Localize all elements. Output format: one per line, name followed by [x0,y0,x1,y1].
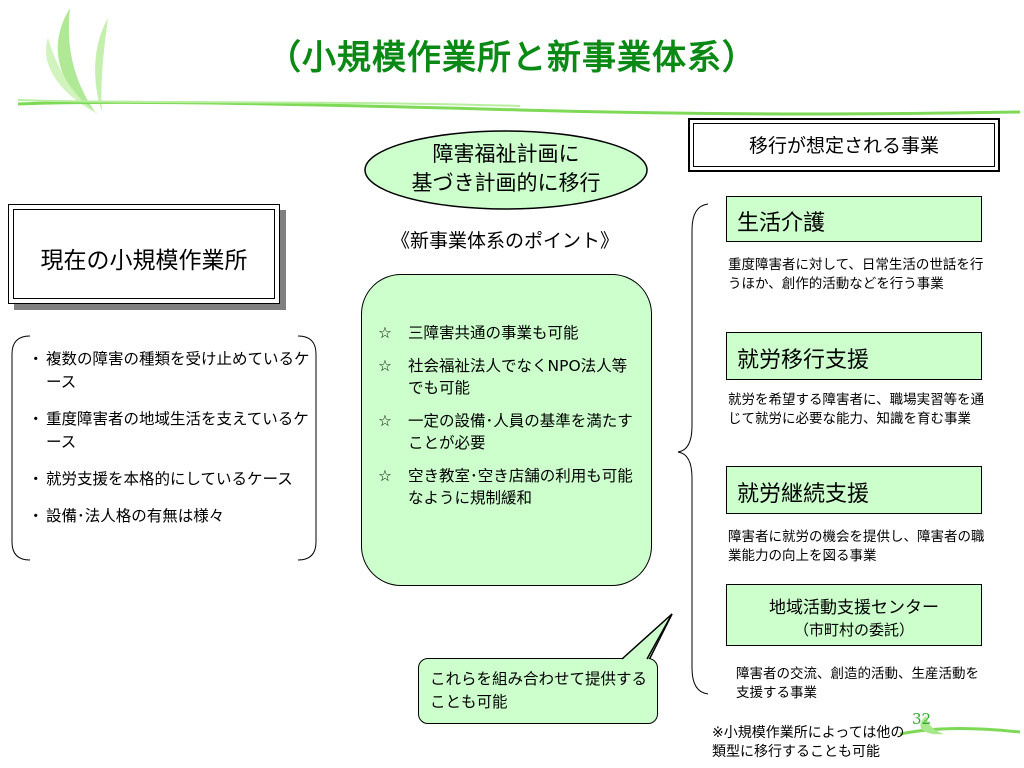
page-number: 32 [912,710,932,728]
service-box-chiiki-center: 地域活動支援センター （市町村の委託） [726,584,982,646]
star-icon: ☆ [378,357,392,375]
transition-header-box: 移行が想定される事業 [688,118,1000,172]
callout-box [418,658,658,724]
list-item: ・ 複数の障害の種類を受け止めているケース [28,348,312,394]
leaf-shape-1 [57,8,95,112]
footnote-line-2: 類型に移行することも可能 [712,744,880,760]
service-desc: 重度障害者に対して、日常生活の世話を行うほか、創作的活動などを行う事業 [728,257,984,292]
service-name: 生活介護 [737,211,826,236]
service-desc: 障害者の交流、創造的活動、生産活動を支援する事業 [736,666,979,701]
bracket-frame [11,335,317,561]
service-name: 地域活動支援センター [769,598,939,618]
point-text: 空き教室･空き店舗の利用も可能なように規制緩和 [408,467,633,507]
list-item: ・ 設備･法人格の有無は様々 [28,505,312,528]
point-text: 三障害共通の事業も可能 [408,324,579,342]
point-item: ☆ 空き教室･空き店舗の利用も可能なように規制緩和 [378,465,642,509]
points-box [361,274,652,586]
oval-line-2: 基づき計画的に移行 [411,171,601,195]
footer-leaf-decoration [899,716,1021,736]
callout-text: これらを組み合わせて提供することも可能 [430,670,648,711]
points-list: ☆ 三障害共通の事業も可能 ☆ 社会福祉法人でなくNPO法人等でも可能 ☆ 一定… [378,322,642,509]
leaf-decoration [17,8,1021,116]
transition-header-label: 移行が想定される事業 [748,135,939,157]
callout-pointer-fill [621,613,673,660]
star-icon: ☆ [378,467,392,485]
header-line [17,100,1021,116]
service-desc: 障害者に就労の機会を提供し、障害者の職業能力の向上を図る事業 [728,529,985,564]
point-text: 社会福祉法人でなくNPO法人等でも可能 [408,357,628,397]
oval-line-1: 障害福祉計画に [432,142,580,166]
bullet: ・ [28,410,44,428]
points-heading: 《新事業体系のポイント》 [390,230,619,252]
service-name: 就労継続支援 [737,482,870,507]
service-box-seikatsu-kaigo: 生活介護 [726,196,982,242]
star-icon: ☆ [378,412,392,430]
list-item-text: 設備･法人格の有無は様々 [46,507,225,525]
point-item: ☆ 三障害共通の事業も可能 [378,322,642,344]
leaf-shape-3 [95,18,108,112]
current-box: 現在の小規模作業所 [8,204,280,304]
service-box-shuro-iko: 就労移行支援 [726,332,982,380]
point-item: ☆ 社会福祉法人でなくNPO法人等でも可能 [378,355,642,399]
bullet: ・ [28,507,44,525]
bullet: ・ [28,350,44,368]
list-item-text: 就労支援を本格的にしているケース [46,470,293,488]
list-item-text: 複数の障害の種類を受け止めているケース [46,350,310,391]
list-item-text: 重度障害者の地域生活を支えているケース [46,410,309,451]
slide-title: （小規模作業所と新事業体系） [267,38,757,78]
list-item: ・ 就労支援を本格的にしているケース [28,468,312,491]
star-icon: ☆ [378,324,392,342]
case-list: ・ 複数の障害の種類を受け止めているケース ・ 重度障害者の地域生活を支えている… [28,348,312,528]
point-text: 一定の設備･人員の基準を満たすことが必要 [408,412,633,452]
service-sub: （市町村の委託） [793,621,914,639]
plan-oval [364,130,648,210]
curly-brace [677,203,709,695]
service-name: 就労移行支援 [737,348,870,373]
footnote-line-1: ※小規模作業所によっては他の [712,725,905,741]
header-line-2 [17,99,521,107]
point-item: ☆ 一定の設備･人員の基準を満たすことが必要 [378,410,642,454]
bullet: ・ [28,470,44,488]
service-desc: 就労を希望する障害者に、職場実習等を通じて就労に必要な能力、知識を育む事業 [728,392,985,427]
list-item: ・ 重度障害者の地域生活を支えているケース [28,408,312,454]
service-box-shuro-keizoku: 就労継続支援 [726,466,982,514]
leaf-shape-2 [46,38,98,114]
footnote: ※小規模作業所によっては他の 類型に移行することも可能 [712,724,904,762]
current-box-label: 現在の小規模作業所 [40,248,248,274]
